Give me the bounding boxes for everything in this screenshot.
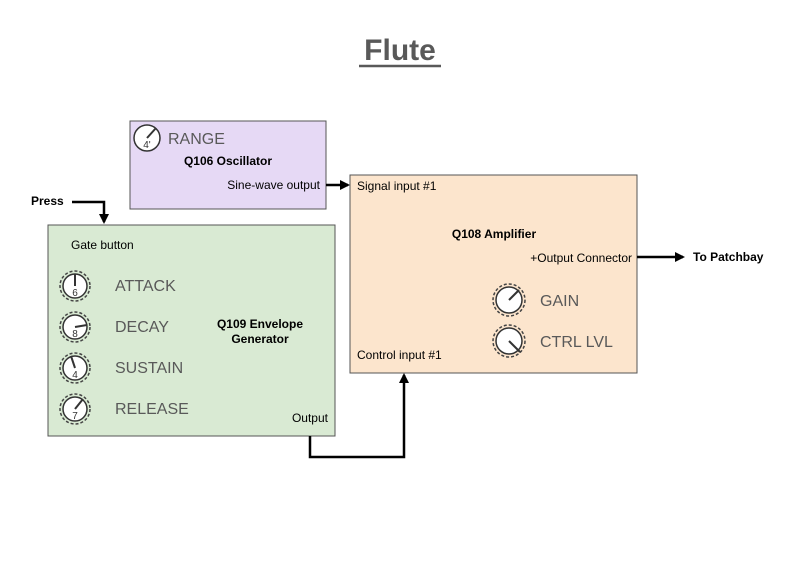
gain-knob[interactable] [492, 283, 526, 317]
amplifier-control-port: Control input #1 [357, 348, 442, 362]
attack-knob[interactable]: 6 [59, 270, 91, 302]
ctrl-lvl-knob[interactable] [492, 324, 526, 358]
release-knob[interactable]: 7 [59, 393, 91, 425]
page-title: Flute [364, 34, 436, 67]
release-knob-value: 7 [72, 411, 78, 422]
sustain-knob[interactable]: 4 [59, 352, 91, 384]
oscillator-module [129, 120, 327, 210]
decay-knob[interactable]: 8 [59, 311, 91, 343]
attack-knob-value: 6 [72, 288, 78, 299]
range-knob[interactable]: 4' [133, 124, 161, 152]
patchbay-label: To Patchbay [693, 250, 764, 264]
sustain-knob-value: 4 [72, 370, 78, 381]
gain-knob-label: GAIN [540, 293, 579, 310]
envelope-gate-port: Gate button [71, 238, 134, 252]
release-knob-label: RELEASE [115, 401, 189, 418]
amplifier-output-port: +Output Connector [530, 251, 632, 265]
range-knob-value: 4' [143, 140, 151, 151]
press-label: Press [31, 194, 64, 208]
ctrl-lvl-knob-label: CTRL LVL [540, 334, 613, 351]
decay-knob-value: 8 [72, 329, 78, 340]
envelope-module [47, 224, 336, 437]
attack-knob-label: ATTACK [115, 278, 176, 295]
envelope-to-amplifier-wire [308, 373, 409, 459]
oscillator-output-port: Sine-wave output [227, 178, 320, 192]
press-to-gate-wire [72, 200, 109, 224]
envelope-title-line1: Q109 Envelope [217, 317, 303, 331]
envelope-title-line2: Generator [231, 332, 289, 346]
sustain-knob-label: SUSTAIN [115, 360, 183, 377]
amplifier-signal-port: Signal input #1 [357, 179, 437, 193]
decay-knob-label: DECAY [115, 319, 169, 336]
envelope-output-port: Output [292, 411, 329, 425]
range-knob-label: RANGE [168, 131, 225, 148]
oscillator-title: Q106 Oscillator [184, 154, 272, 168]
amplifier-title: Q108 Amplifier [452, 227, 537, 241]
